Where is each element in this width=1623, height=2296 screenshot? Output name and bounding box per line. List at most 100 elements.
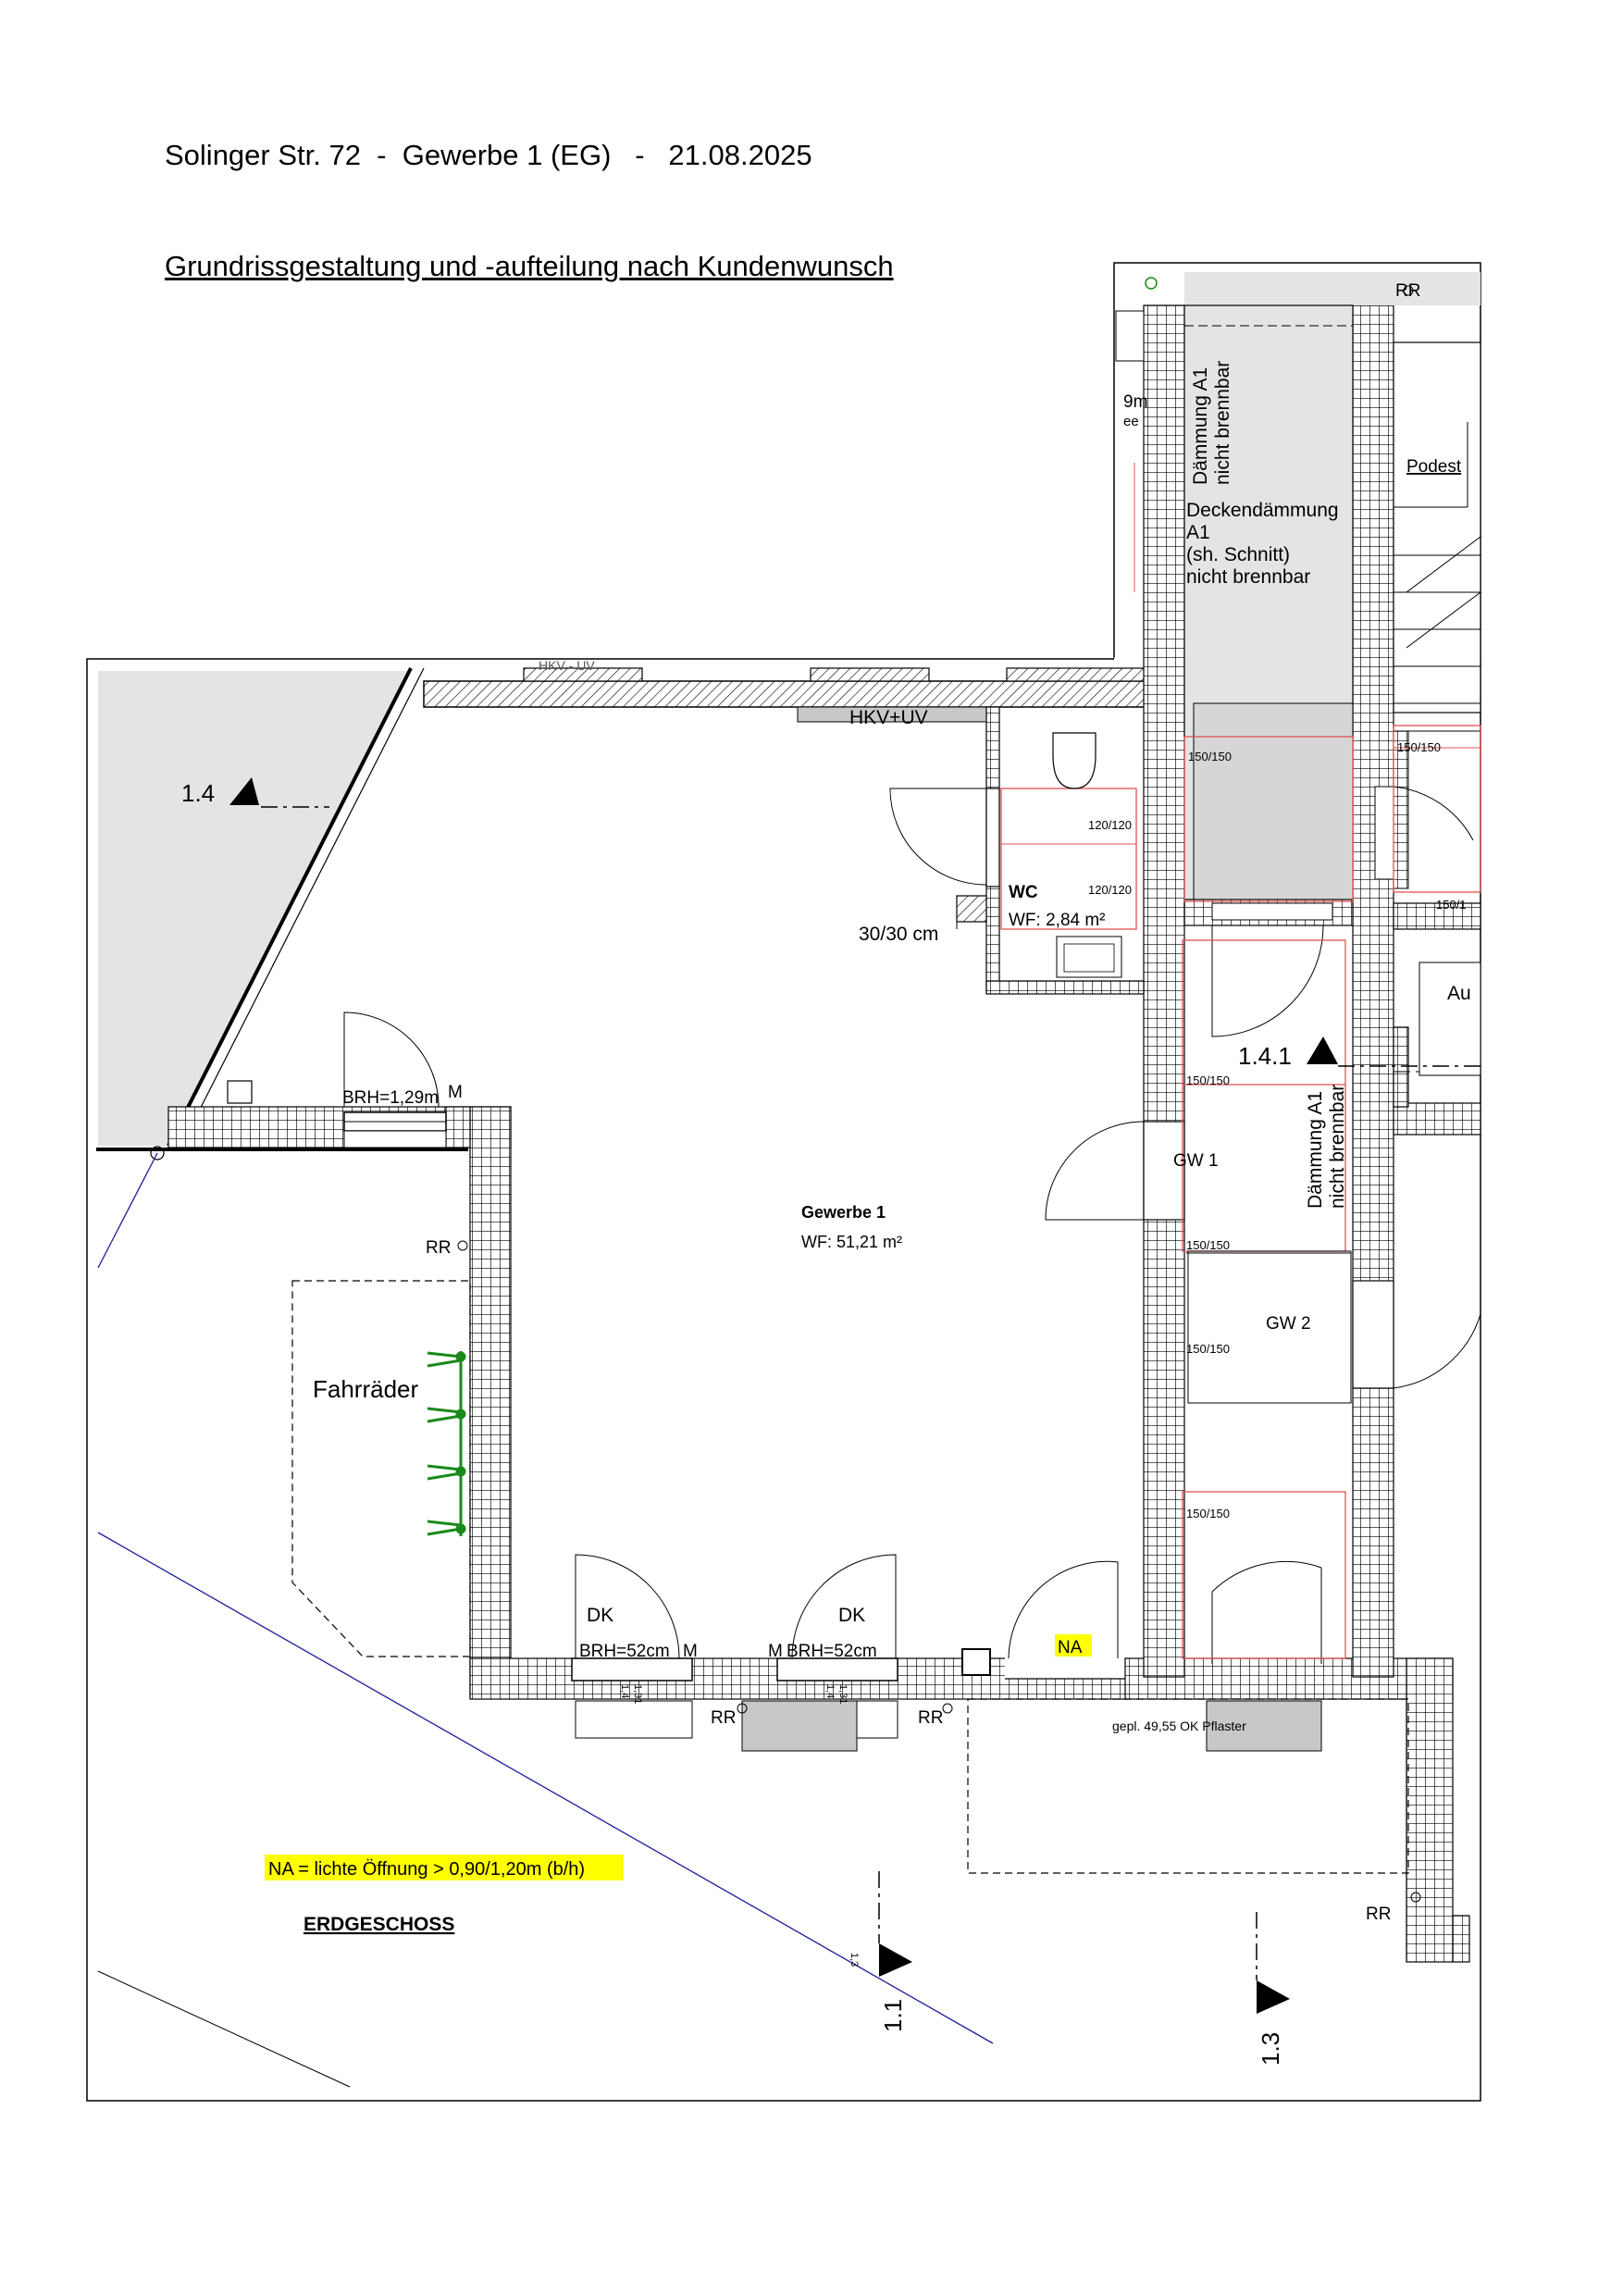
survey-point bbox=[150, 1146, 165, 1160]
dim-label: 150/150 bbox=[1186, 1074, 1230, 1087]
terrain-edge bbox=[167, 667, 413, 1147]
rr-marker bbox=[737, 1703, 748, 1714]
wall-top bbox=[423, 680, 1146, 708]
edge-label-9m: 9m bbox=[1123, 392, 1147, 412]
wall-top-niche bbox=[1006, 667, 1146, 682]
gw2-outline bbox=[1187, 1250, 1352, 1404]
rr-marker bbox=[457, 1240, 468, 1251]
na-label: NA bbox=[1058, 1638, 1083, 1657]
drawing-frame-main bbox=[86, 658, 1481, 2102]
rr-marker bbox=[1410, 1892, 1421, 1903]
room-main-name: Gewerbe 1 bbox=[801, 1203, 886, 1222]
section-label-1-1: 1.1 bbox=[879, 1999, 907, 2032]
window-bottom-1 bbox=[571, 1657, 693, 1682]
dim-label: 120/120 bbox=[1088, 883, 1132, 897]
door-gw2-swing[interactable] bbox=[1393, 1313, 1481, 1389]
hkv-label: HKV+UV bbox=[849, 707, 928, 728]
wall-right-foot bbox=[1452, 1915, 1470, 1963]
dim-label: 150/150 bbox=[1188, 750, 1232, 763]
terrace-area bbox=[967, 1698, 1409, 1874]
sill-label: 1,31 bbox=[837, 1684, 849, 1704]
na-door-swing[interactable] bbox=[1008, 1560, 1119, 1659]
page-subtitle: Grundrissgestaltung und -aufteilung nach… bbox=[165, 250, 894, 282]
door-gw1-frame bbox=[1143, 1121, 1185, 1221]
step-1 bbox=[741, 1700, 858, 1752]
dk-label-1: DK bbox=[587, 1605, 613, 1626]
step-2 bbox=[1206, 1700, 1322, 1752]
edge-label-ee: ee bbox=[1123, 414, 1139, 429]
brh-label-1: BRH=52cm bbox=[579, 1642, 670, 1661]
dk-window-1-swing[interactable] bbox=[575, 1554, 680, 1659]
window-left-door bbox=[343, 1130, 447, 1148]
shaft-label: 30/30 cm bbox=[859, 924, 938, 945]
page-title: Solinger Str. 72 - Gewerbe 1 (EG) - 21.0… bbox=[165, 139, 812, 171]
wc-door-swing[interactable] bbox=[889, 788, 987, 886]
section-marker-icon bbox=[1307, 1036, 1338, 1064]
wall-top-niche bbox=[523, 667, 643, 682]
rr-label: RR bbox=[1395, 281, 1420, 301]
m-label: M bbox=[448, 1083, 463, 1102]
window-bottom-2 bbox=[776, 1657, 898, 1682]
wall-top-niche bbox=[810, 667, 930, 682]
wall-corridor-left bbox=[1143, 304, 1185, 1678]
door-gw2-frame bbox=[1352, 1280, 1394, 1389]
floor-label: ERDGESCHOSS bbox=[304, 1914, 454, 1935]
sill-label: 1,3 bbox=[849, 1953, 860, 1967]
rr-label: RR bbox=[426, 1238, 451, 1258]
wall-right-outer bbox=[1406, 1657, 1454, 1963]
room-wc-area: WF: 2,84 m² bbox=[1009, 911, 1106, 930]
property-line bbox=[97, 1532, 994, 2044]
status-dot bbox=[1145, 277, 1158, 290]
rr-label: RR bbox=[711, 1708, 736, 1728]
door-gw1-swing[interactable] bbox=[1045, 1121, 1145, 1221]
decke-line-3: (sh. Schnitt) bbox=[1186, 544, 1290, 565]
dim-label: 150/1 bbox=[1436, 898, 1467, 912]
terrain-edge-inner bbox=[180, 667, 425, 1147]
wall-left bbox=[469, 1106, 512, 1696]
m-label: M bbox=[683, 1642, 698, 1661]
room-au: Au bbox=[1447, 983, 1471, 1004]
dim-label: 150/150 bbox=[1186, 1507, 1230, 1520]
pflaster-label: gepl. 49,55 OK Pflaster bbox=[1112, 1719, 1246, 1733]
dk-label-2: DK bbox=[838, 1605, 865, 1626]
wc-door-frame bbox=[985, 788, 1000, 887]
door-corridor-bottom[interactable] bbox=[1211, 1560, 1322, 1664]
room-podest: Podest bbox=[1406, 457, 1462, 477]
wall-corridor-right bbox=[1352, 304, 1394, 1678]
rr-label: RR bbox=[918, 1708, 943, 1728]
section-marker-icon bbox=[879, 1943, 912, 1977]
toilet-icon bbox=[1052, 732, 1096, 789]
terrain-area bbox=[98, 671, 409, 1146]
property-line bbox=[97, 1152, 158, 1269]
wc-wall-bottom bbox=[985, 980, 1145, 995]
bike-rack-icon bbox=[427, 1351, 466, 1536]
door-opening-na bbox=[1005, 1655, 1125, 1679]
m-label: M bbox=[768, 1642, 783, 1661]
section-marker-icon bbox=[1257, 1980, 1290, 2014]
wall-right-2 bbox=[1393, 902, 1481, 930]
column bbox=[961, 1648, 991, 1676]
wall-left-inner bbox=[445, 1106, 471, 1148]
na-note-highlight bbox=[265, 1855, 624, 1880]
corridor-stair bbox=[1193, 702, 1354, 900]
wc-red-box bbox=[1000, 788, 1137, 930]
hkv-partial-label: HKV - UV bbox=[539, 658, 595, 673]
room-gw2: GW 2 bbox=[1266, 1314, 1311, 1334]
dk-window-2-swing[interactable] bbox=[791, 1554, 897, 1659]
door-corridor-swing[interactable] bbox=[1211, 925, 1324, 1037]
na-note: NA = lichte Öffnung > 0,90/1,20m (b/h) bbox=[268, 1859, 585, 1880]
na-highlight bbox=[1055, 1634, 1092, 1657]
section-label-1-4-1: 1.4.1 bbox=[1238, 1042, 1292, 1070]
room-gw1: GW 1 bbox=[1173, 1151, 1219, 1171]
dim-label: 150/150 bbox=[1186, 1342, 1230, 1356]
daemmung-2b: nicht brennbar bbox=[1327, 1085, 1348, 1209]
section-label-1-3: 1.3 bbox=[1257, 2032, 1284, 2066]
dim-label: 150/150 bbox=[1397, 740, 1441, 754]
brh-window-label: BRH=1,29m bbox=[342, 1088, 439, 1108]
room-main-area: WF: 51,21 m² bbox=[801, 1233, 902, 1251]
sill-1 bbox=[575, 1700, 693, 1739]
left-window-swing[interactable] bbox=[343, 1011, 440, 1108]
red-rect bbox=[1183, 736, 1354, 902]
decke-line-4: nicht brennbar bbox=[1186, 566, 1310, 588]
bike-area bbox=[291, 1280, 471, 1657]
